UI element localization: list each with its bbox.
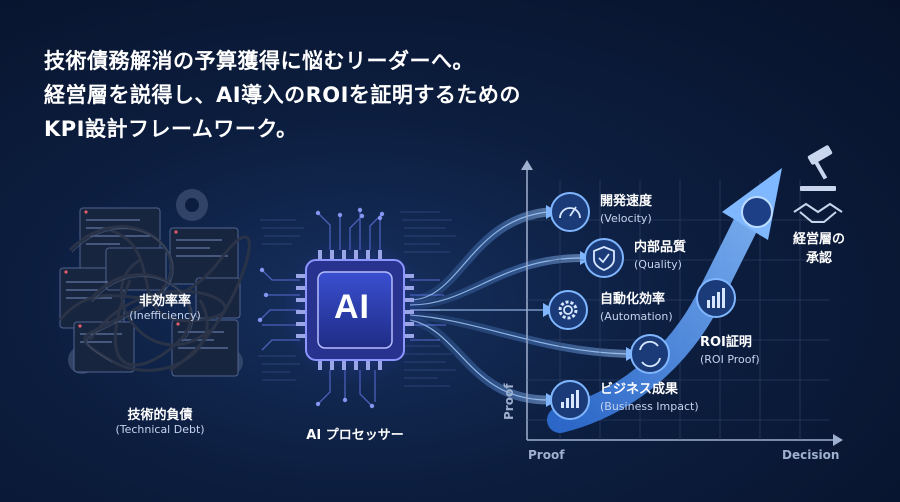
inefficiency-sub: (Inefficiency) [129, 309, 201, 322]
metric-velocity: 開発速度 (Velocity) [600, 193, 652, 227]
headline-line-1: 技術債務解消の予算獲得に悩むリーダーへ。 [44, 49, 474, 73]
y-axis-label: Proof [502, 383, 516, 420]
gavel-icon [800, 145, 836, 191]
tech-debt-sub: (Technical Debt) [115, 423, 205, 436]
metric-automation-label: 自動化効率 [600, 292, 666, 307]
headline-line-3: KPI設計フレームワーク。 [44, 117, 298, 141]
ai-chip-text: AI [334, 288, 370, 326]
metric-business-impact-label: ビジネス成果 [600, 382, 679, 397]
tech-debt-cluster [58, 189, 251, 377]
shield-check-icon [593, 246, 615, 271]
cycle-dollar-icon [639, 340, 661, 368]
metric-automation-sub: (Automation) [600, 310, 673, 323]
gear-icon [558, 300, 578, 320]
metric-roi-proof: ROI証明 (ROI Proof) [700, 334, 760, 368]
inefficiency-label: 非効率率 (Inefficiency) [110, 290, 220, 322]
metric-business-impact-sub: (Business Impact) [600, 400, 699, 413]
gauge-icon [559, 206, 581, 219]
inefficiency-title: 非効率率 [138, 294, 191, 309]
metric-automation: 自動化効率 (Automation) [600, 291, 673, 325]
ai-processor-label: AI プロセッサー [295, 424, 415, 443]
ai-chip [275, 230, 435, 390]
ai-processor-title: AI プロセッサー [306, 428, 404, 443]
metric-business-impact: ビジネス成果 (Business Impact) [600, 381, 699, 415]
metric-roi-proof-sub: (ROI Proof) [700, 353, 760, 366]
tech-debt-title: 技術的負債 [127, 408, 193, 423]
approval-line-2: 承認 [805, 251, 832, 266]
bar-growth-icon [561, 390, 579, 408]
tech-debt-label: 技術的負債 (Technical Debt) [100, 404, 220, 436]
metric-velocity-sub: (Velocity) [600, 212, 652, 225]
metric-quality: 内部品質 (Quality) [634, 239, 686, 273]
metric-nodes [548, 192, 736, 420]
approval-label: 経営層の 承認 [782, 228, 856, 266]
headline: 技術債務解消の予算獲得に悩むリーダーへ。 経営層を説得し、AI導入のROIを証明… [44, 44, 521, 146]
handshake-icon [793, 202, 843, 223]
roi-chart-icon [707, 288, 725, 308]
x-axis-left-label: Proof [528, 448, 565, 462]
approval-line-1: 経営層の [792, 232, 845, 247]
metric-roi-proof-label: ROI証明 [700, 335, 752, 350]
headline-line-2: 経営層を説得し、AI導入のROIを証明するための [44, 83, 521, 107]
metric-velocity-label: 開発速度 [600, 194, 653, 209]
metric-quality-label: 内部品質 [634, 240, 687, 255]
x-axis-right-label: Decision [782, 448, 840, 462]
metric-quality-sub: (Quality) [634, 258, 682, 271]
